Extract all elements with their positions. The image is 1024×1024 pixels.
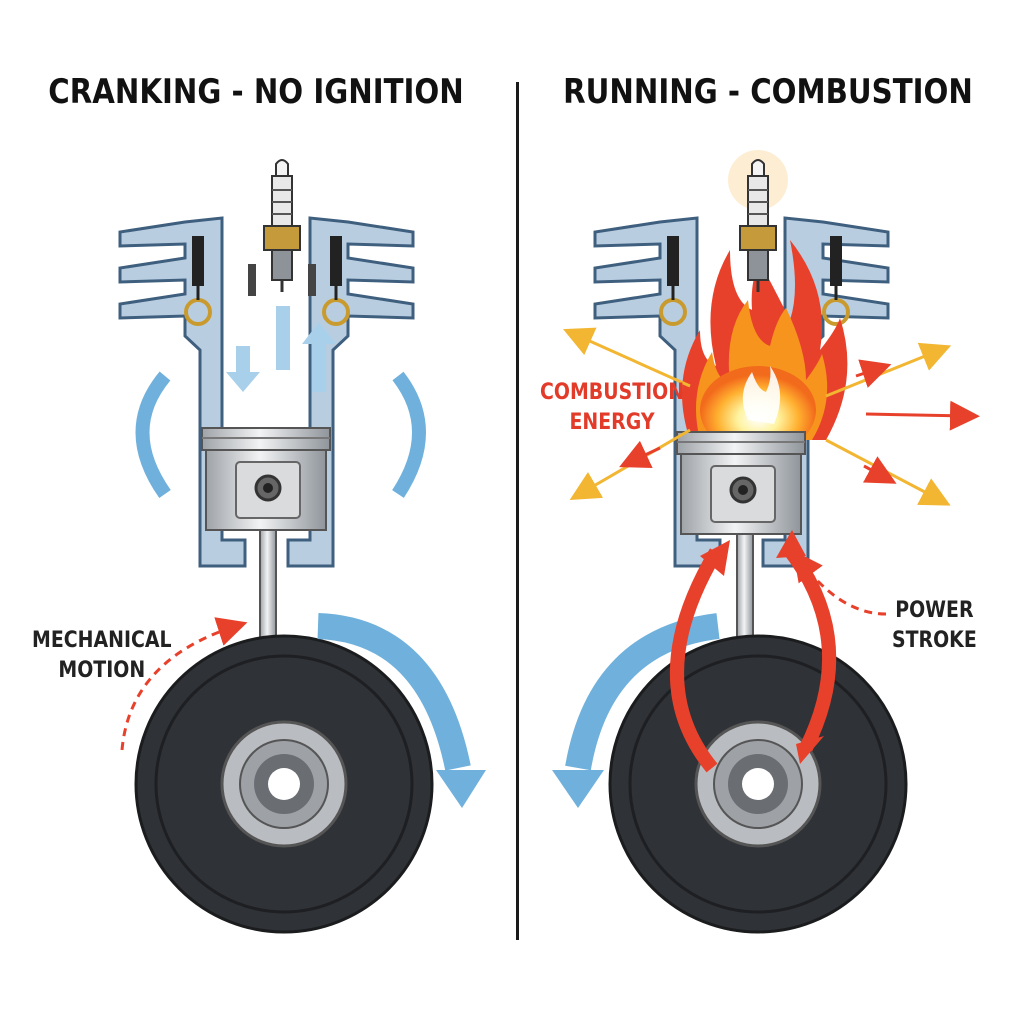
spark-plug-icon — [263, 159, 301, 292]
left-engine — [118, 159, 486, 934]
connecting-rod-left — [259, 529, 277, 649]
valve-left-running — [659, 236, 687, 326]
connecting-rod-right — [736, 533, 754, 649]
right-engine — [552, 150, 980, 934]
crank-wheel-running-icon — [608, 634, 908, 934]
combustion-energy-label: COMBUSTION ENERGY — [540, 380, 685, 435]
rotation-arc-right — [392, 371, 426, 498]
valve-right — [322, 236, 350, 326]
mechanical-motion-arrow — [120, 617, 248, 751]
running-title: RUNNING - COMBUSTION — [563, 72, 973, 112]
piston-right — [676, 431, 806, 535]
airflow-arrows — [226, 306, 336, 392]
crank-wheel-icon — [134, 634, 434, 934]
energy-arrows — [563, 327, 980, 506]
mechanical-motion-label: MECHANICAL MOTION — [32, 628, 172, 683]
spark-gap-right — [308, 264, 316, 296]
piston-left — [201, 427, 331, 531]
cranking-title: CRANKING - NO IGNITION — [48, 72, 464, 112]
flame-icon — [682, 240, 848, 454]
wheel-rotation-arrow-left — [317, 613, 486, 808]
power-stroke-arrow — [792, 550, 887, 616]
rotation-arc-left — [135, 371, 171, 499]
panel-divider — [516, 82, 519, 940]
spark-gap-left — [248, 264, 256, 296]
valve-right-running — [822, 236, 850, 326]
wheel-rotation-arrow-right — [552, 613, 720, 808]
spark-plug-running-icon — [739, 159, 777, 292]
power-stroke-label: POWER STROKE — [892, 598, 977, 653]
valve-left — [184, 236, 212, 326]
